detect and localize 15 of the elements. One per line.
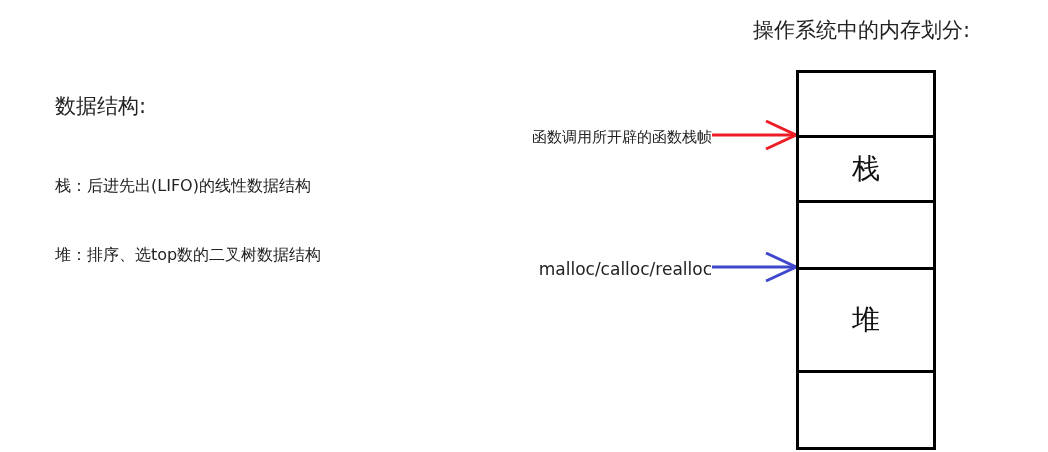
- pointer-label: malloc/calloc/realloc: [480, 256, 712, 282]
- arrow: [712, 251, 798, 283]
- memory-segment: [796, 200, 936, 270]
- heading: 操作系统中的内存划分:: [753, 17, 971, 44]
- memory-segment: [796, 70, 936, 138]
- memory-segment: [796, 135, 936, 203]
- heading: 数据结构:: [55, 93, 147, 120]
- note-text: 堆：排序、选top数的二叉树数据结构: [55, 245, 322, 266]
- memory-segment: [796, 370, 936, 450]
- segment-label: 堆: [852, 302, 880, 338]
- memory-segment: [796, 267, 936, 373]
- arrow: [712, 119, 798, 151]
- pointer-label: 函数调用所开辟的函数栈帧: [440, 125, 712, 149]
- note-text: 栈：后进先出(LIFO)的线性数据结构: [55, 176, 311, 197]
- segment-label: 栈: [852, 151, 880, 187]
